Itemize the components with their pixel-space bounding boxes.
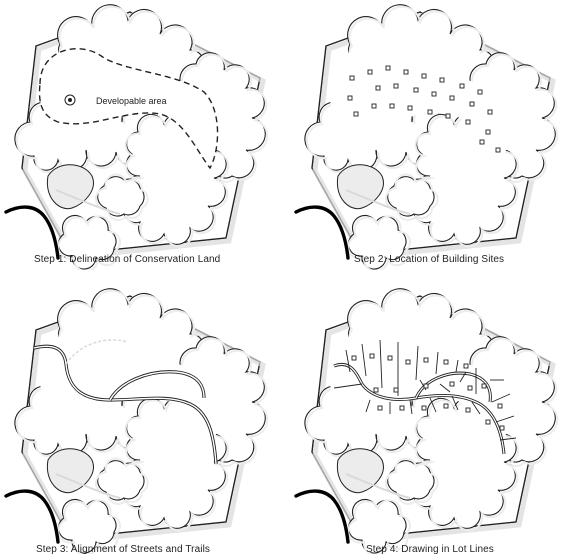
building-site-marker (450, 382, 454, 386)
building-site-marker (378, 406, 382, 410)
panel-step-2: Step 2: Location of Building Sites (290, 0, 570, 270)
building-site-marker (432, 92, 436, 96)
building-site-marker (428, 110, 432, 114)
building-site-marker (440, 78, 444, 82)
panel-step-1: Developable area Step 1: Delineation of … (0, 0, 280, 270)
building-site-marker (444, 360, 448, 364)
developable-area-label: Developable area (96, 96, 167, 106)
panel-step-3: Step 3: Alignment of Streets and Trails (0, 284, 280, 554)
building-site-marker (408, 106, 412, 110)
building-site-marker (376, 86, 380, 90)
building-site-marker (480, 140, 484, 144)
building-site-marker (348, 96, 352, 100)
building-site-marker (424, 384, 428, 388)
building-site-marker (482, 384, 486, 388)
building-site-marker (354, 112, 358, 116)
building-site-marker (466, 408, 470, 412)
building-site-marker (374, 388, 378, 392)
building-site-marker (388, 356, 392, 360)
building-site-marker (466, 120, 470, 124)
building-site-marker (372, 104, 376, 108)
step-2-drawing (290, 0, 570, 270)
building-site-marker (368, 70, 372, 74)
building-site-marker (394, 388, 398, 392)
panel-step-4: Step 4: Drawing in Lot Lines (290, 284, 570, 554)
building-site-marker (404, 70, 408, 74)
building-site-marker (386, 66, 390, 70)
step-3-drawing (0, 284, 280, 554)
building-site-marker (450, 96, 454, 100)
building-site-marker (390, 104, 394, 108)
knoll-symbol-top-center (68, 98, 72, 102)
building-site-marker (394, 84, 398, 88)
caption-step-1: Step 1: Delineation of Conservation Land (34, 254, 220, 265)
building-site-marker (478, 90, 482, 94)
building-site-marker (350, 76, 354, 80)
building-site-marker (414, 88, 418, 92)
building-site-marker (444, 404, 448, 408)
building-site-marker (486, 130, 490, 134)
building-site-marker (486, 420, 490, 424)
building-site-marker (496, 148, 500, 152)
building-site-marker (498, 404, 502, 408)
building-site-marker (400, 406, 404, 410)
building-site-marker (406, 360, 410, 364)
building-site-marker (352, 356, 356, 360)
caption-step-3: Step 3: Alignment of Streets and Trails (36, 544, 210, 555)
building-site-marker (370, 354, 374, 358)
building-site-marker (500, 426, 504, 430)
step-4-drawing (290, 284, 570, 554)
building-site-marker (460, 84, 464, 88)
building-site-marker (446, 114, 450, 118)
building-site-marker (468, 386, 472, 390)
building-site-marker (470, 102, 474, 106)
building-site-marker (488, 110, 492, 114)
caption-step-4: Step 4: Drawing in Lot Lines (366, 544, 494, 555)
building-site-marker (422, 74, 426, 78)
caption-step-2: Step 2: Location of Building Sites (354, 254, 504, 265)
building-site-marker (422, 406, 426, 410)
step-1-drawing: Developable area (0, 0, 280, 270)
building-site-marker (424, 358, 428, 362)
building-site-marker (464, 364, 468, 368)
